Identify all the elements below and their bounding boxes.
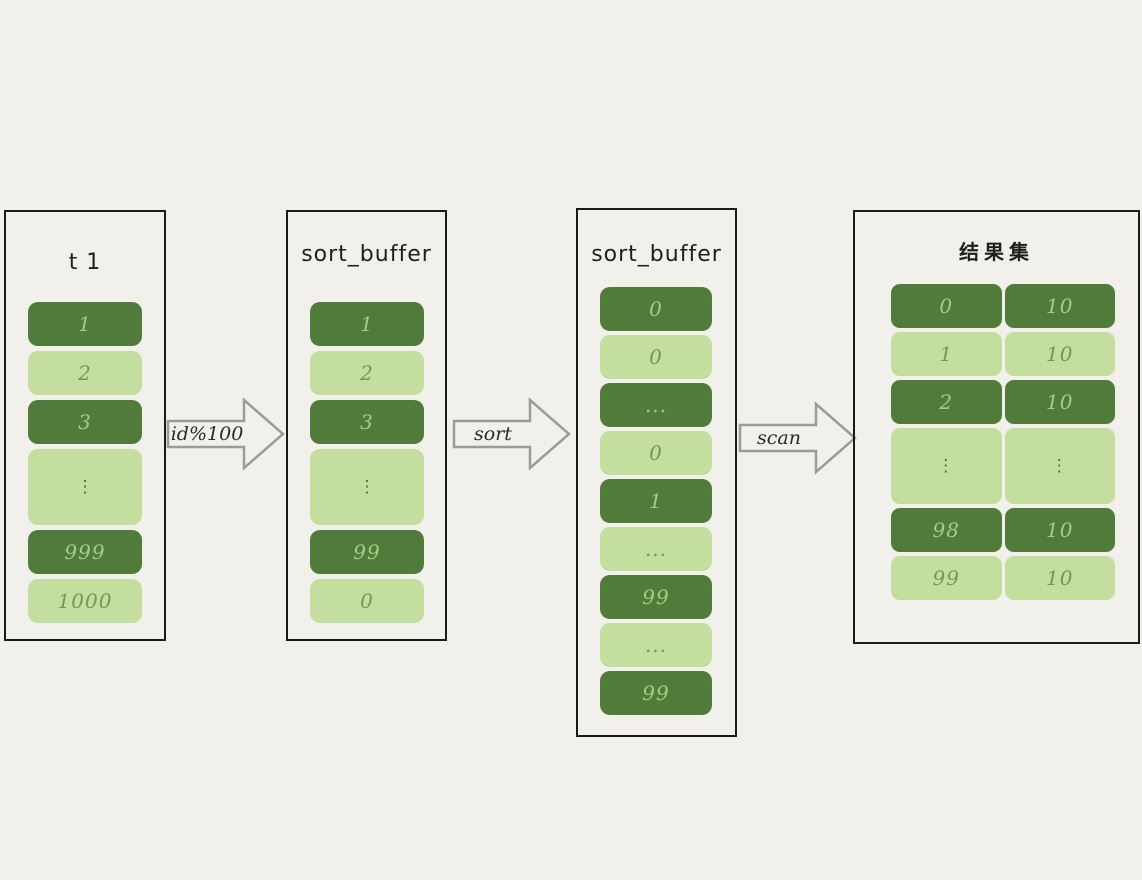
vertical-ellipsis: ⋮	[358, 476, 376, 497]
arrow-label: id%100	[170, 423, 244, 445]
sort-buffer-sorted-title: sort_buffer	[591, 242, 722, 267]
cell-value: 10	[1046, 294, 1074, 318]
cell-value: 99	[932, 566, 960, 590]
cell-value: 10	[1046, 390, 1074, 414]
table-t1-title: t 1	[68, 250, 102, 275]
arrow-scan: scan	[738, 398, 858, 478]
cell-value: ...	[644, 393, 668, 417]
cell-value: 0	[649, 297, 663, 321]
cell-value: ...	[644, 633, 668, 657]
vertical-ellipsis: ⋮	[937, 456, 956, 476]
table-row: 0	[600, 431, 712, 475]
cell-value: 3	[78, 410, 92, 434]
result-id-cell: 98	[891, 508, 1002, 552]
cell-value: 999	[64, 540, 106, 564]
table-row: 1	[310, 302, 424, 346]
result-count-cell: 10	[1004, 332, 1115, 376]
result-set-title: 结果集	[959, 240, 1034, 264]
result-id-cell: 1	[891, 332, 1002, 376]
right-block-arrow-icon	[738, 401, 857, 475]
table-row: 99	[310, 530, 424, 574]
vertical-ellipsis: ⋮	[1050, 456, 1069, 476]
table-row: 1 10	[891, 332, 1115, 376]
cell-value: 0	[649, 441, 663, 465]
sort-buffer-unsorted-title: sort_buffer	[301, 242, 432, 267]
cell-value: 1000	[57, 589, 113, 613]
cell-value: 2	[78, 361, 92, 385]
vertical-ellipsis: ⋮	[76, 476, 94, 497]
right-block-arrow-icon	[452, 397, 571, 471]
arrow-label: sort	[474, 423, 512, 445]
arrow-label: scan	[757, 427, 801, 449]
cell-value: 98	[932, 518, 960, 542]
table-row: 99	[600, 671, 712, 715]
cell-value: 1	[78, 312, 92, 336]
table-row: 0	[600, 335, 712, 379]
cell-value: 10	[1046, 342, 1074, 366]
table-row: 2	[310, 351, 424, 395]
cell-value: 1	[360, 312, 374, 336]
table-row-ellipsis: ⋮ ⋮	[891, 428, 1115, 504]
table-row: 0	[600, 287, 712, 331]
cell-value: 10	[1046, 518, 1074, 542]
table-row: 99	[600, 575, 712, 619]
cell-value: 0	[649, 345, 663, 369]
table-row: 1000	[28, 579, 142, 623]
table-t1-rows: 1 2 3 ⋮ 999 1000	[28, 302, 142, 623]
right-block-arrow-icon	[166, 397, 285, 471]
cell-value: 2	[939, 390, 954, 414]
result-id-cell: 99	[891, 556, 1002, 600]
cell-value: 0	[360, 589, 374, 613]
table-row-ellipsis: ...	[600, 383, 712, 427]
result-set-rows: 0 10 1 10 2 10 ⋮ ⋮ 98 10 99 10	[891, 284, 1115, 600]
table-row-ellipsis: ...	[600, 527, 712, 571]
result-count-cell: 10	[1004, 380, 1115, 424]
sort-buffer-unsorted-box: sort_buffer 1 2 3 ⋮ 99 0	[286, 210, 447, 641]
table-row: 1	[28, 302, 142, 346]
result-count-cell: 10	[1004, 284, 1115, 328]
table-row: 2	[28, 351, 142, 395]
cell-value: 99	[353, 540, 381, 564]
result-id-cell: 0	[891, 284, 1002, 328]
table-row: 98 10	[891, 508, 1115, 552]
table-row: 2 10	[891, 380, 1115, 424]
cell-value: 2	[360, 361, 374, 385]
cell-value: 1	[939, 342, 954, 366]
table-t1-box: t 1 1 2 3 ⋮ 999 1000	[4, 210, 166, 641]
result-id-cell: 2	[891, 380, 1002, 424]
result-id-cell: ⋮	[891, 428, 1002, 504]
sort-buffer-unsorted-rows: 1 2 3 ⋮ 99 0	[310, 302, 424, 623]
table-row: 3	[310, 400, 424, 444]
table-row-ellipsis: ...	[600, 623, 712, 667]
cell-value: 10	[1046, 566, 1074, 590]
result-count-cell: 10	[1004, 508, 1115, 552]
table-row: 0 10	[891, 284, 1115, 328]
table-row-ellipsis: ⋮	[28, 449, 142, 525]
arrow-id-mod-100: id%100	[166, 394, 286, 474]
arrow-sort: sort	[452, 394, 572, 474]
sort-buffer-sorted-rows: 0 0 ... 0 1 ... 99 ... 99	[600, 287, 712, 715]
result-count-cell: 10	[1004, 556, 1115, 600]
cell-value: ...	[644, 537, 668, 561]
table-row: 3	[28, 400, 142, 444]
cell-value: 3	[360, 410, 374, 434]
cell-value: 99	[642, 681, 670, 705]
sort-buffer-sorted-box: sort_buffer 0 0 ... 0 1 ... 99 ... 99	[576, 208, 737, 737]
result-count-cell: ⋮	[1004, 428, 1115, 504]
cell-value: 99	[642, 585, 670, 609]
table-row: 0	[310, 579, 424, 623]
result-set-box: 结果集 0 10 1 10 2 10 ⋮ ⋮ 98 10 9	[853, 210, 1140, 644]
cell-value: 1	[649, 489, 663, 513]
table-row: 999	[28, 530, 142, 574]
cell-value: 0	[939, 294, 954, 318]
table-row: 99 10	[891, 556, 1115, 600]
table-row: 1	[600, 479, 712, 523]
table-row-ellipsis: ⋮	[310, 449, 424, 525]
